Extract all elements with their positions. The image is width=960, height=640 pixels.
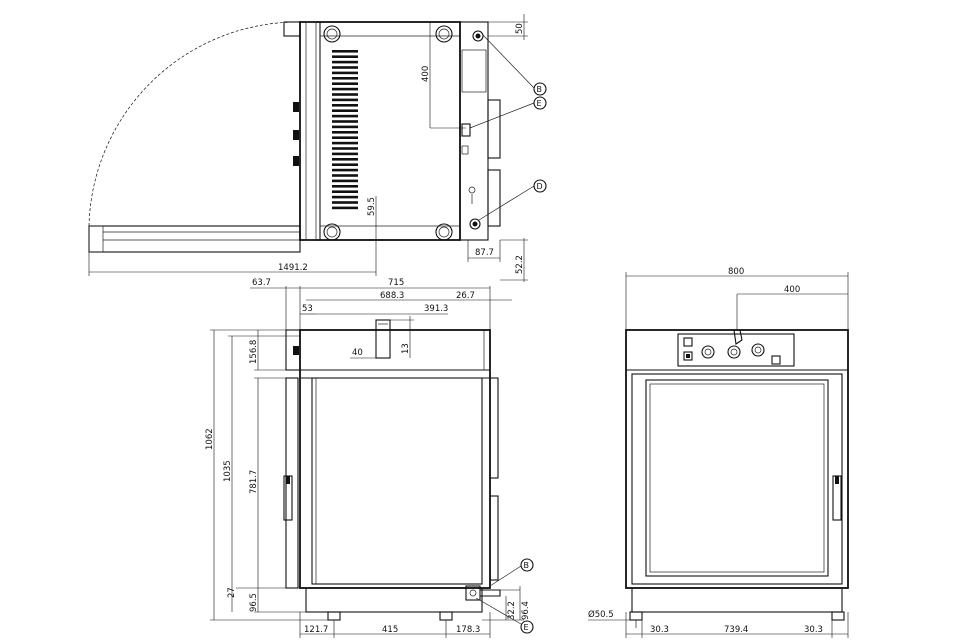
dim-foot-span-front: 739.4 (724, 625, 748, 635)
oven-body-front (625, 329, 849, 589)
vent-slot (332, 87, 358, 91)
dim-pipe-offset: 400 (421, 66, 431, 82)
oven-door (631, 373, 843, 585)
oven-body-top (299, 21, 461, 241)
connection-b (472, 30, 484, 42)
foot (439, 611, 453, 621)
control-panel (677, 333, 795, 367)
dim-rear-gap: 26.7 (456, 291, 475, 301)
foot (323, 25, 341, 43)
svg-text:D: D (537, 182, 543, 191)
dim-top-panel: 156.8 (249, 340, 259, 364)
vent-slot (332, 179, 358, 183)
vent-slot (332, 55, 358, 58)
knob (701, 345, 715, 359)
dim-vent-h: 13 (401, 343, 411, 354)
dim-vent-left: 53 (302, 304, 313, 314)
dim-drain-h1: 32.2 (507, 601, 517, 620)
vent-slot (332, 168, 358, 172)
vent-slot (332, 195, 358, 199)
vent-chimney (375, 319, 391, 359)
vent-slot (332, 77, 358, 80)
dim-width: 800 (728, 267, 744, 277)
marker-e (520, 620, 534, 634)
dim-front-extra: 52.2 (515, 255, 525, 274)
dim-inner-depth: 688.3 (380, 291, 404, 301)
marker-b (533, 82, 547, 96)
dim-side-offset: 87.7 (475, 248, 494, 258)
svg-text:E: E (537, 99, 542, 108)
vent-slot (332, 98, 358, 102)
vent-slot (332, 201, 358, 204)
knob (751, 343, 765, 357)
dim-foot-rear: 178.3 (456, 625, 480, 635)
knob (727, 345, 741, 359)
vent-slot (332, 50, 358, 53)
vent-slot (332, 158, 358, 161)
vent-slot (332, 109, 358, 112)
vent-grille (332, 50, 358, 210)
vent-slot (332, 131, 358, 134)
side-view: 63.7 715 688.3 26.7 53 391.3 40 13 (205, 278, 534, 638)
oven-body-side (299, 329, 491, 589)
vent-slot (332, 71, 358, 75)
top-view: 400 59.5 50 1491.2 87.7 52.2 B E D (88, 14, 547, 282)
dim-foot-front: 121.7 (304, 625, 328, 635)
vent-slot (332, 82, 358, 85)
power-switch (683, 337, 693, 347)
vent-slot (332, 66, 358, 69)
foot (435, 223, 453, 241)
vent-slot (332, 163, 358, 166)
connection-d (469, 218, 481, 230)
vent-slot (332, 136, 358, 139)
dim-bottom-gap: 27 (227, 587, 237, 598)
vent-slot (332, 190, 358, 193)
vent-slot (332, 141, 358, 145)
svg-text:B: B (524, 561, 530, 570)
dim-vent-pos: 391.3 (424, 304, 448, 314)
vent-slot (332, 206, 358, 210)
dim-panel-offset: 63.7 (252, 278, 271, 288)
dim-foot-right: 30.3 (804, 625, 823, 635)
marker-d (533, 179, 547, 193)
dim-foot-offset: 59.5 (367, 197, 377, 216)
dim-base-height: 96.5 (249, 593, 259, 612)
dim-foot-left: 30.3 (650, 625, 669, 635)
vent-slot (332, 120, 358, 123)
front-view: 800 400 Ø50.5 (588, 267, 849, 638)
vent-slot (332, 60, 358, 64)
dim-depth: 715 (388, 278, 404, 288)
open-door (88, 225, 301, 253)
foot (327, 611, 341, 621)
foot (435, 25, 453, 43)
dim-drain-h2: 96.4 (521, 601, 531, 620)
marker-e (533, 96, 547, 110)
vent-slot (332, 185, 358, 188)
vent-slot (332, 93, 358, 96)
svg-text:B: B (537, 85, 543, 94)
dim-foot-span: 415 (382, 625, 398, 635)
vent-slot (332, 147, 358, 150)
foot (323, 223, 341, 241)
dim-vent-w: 40 (352, 348, 363, 358)
indicator (771, 355, 781, 365)
dim-rear-clearance: 50 (515, 23, 525, 34)
dim-body-height: 1035 (223, 460, 233, 482)
vent-slot (332, 104, 358, 107)
dim-probe-offset: 400 (784, 285, 800, 295)
door-swing-arc (88, 21, 299, 227)
dim-total-depth: 1491.2 (278, 263, 308, 273)
vent-slot (332, 174, 358, 177)
foot (831, 611, 845, 621)
foot (629, 611, 643, 621)
vent-slot (332, 125, 358, 129)
dim-total-height: 1062 (205, 428, 215, 450)
vent-slot (332, 114, 358, 118)
dim-foot-diameter: Ø50.5 (588, 609, 614, 620)
dim-door-height: 781.7 (249, 470, 259, 494)
vent-slot (332, 152, 358, 156)
marker-b (520, 558, 534, 572)
svg-text:E: E (524, 623, 529, 632)
